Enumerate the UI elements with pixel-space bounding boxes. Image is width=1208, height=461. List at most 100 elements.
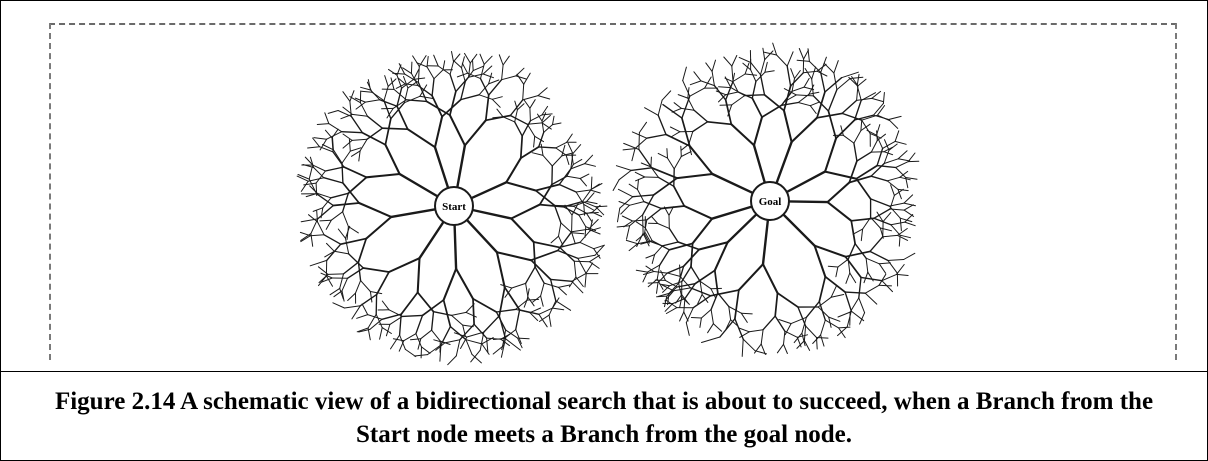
tree-branch: [882, 212, 892, 223]
tree-branch: [365, 172, 401, 179]
tree-branch: [344, 305, 361, 309]
tree-branch: [680, 107, 695, 111]
tree-branch: [325, 219, 332, 230]
tree-branch: [690, 265, 701, 282]
tree-branch: [315, 170, 326, 184]
tree-branch: [725, 80, 734, 101]
tree-branch: [754, 343, 762, 354]
tree-branch: [741, 338, 744, 357]
tree-branch: [789, 72, 804, 87]
tree-branch: [711, 70, 715, 87]
tree-branch: [413, 77, 426, 80]
tree-branch: [381, 127, 409, 131]
tree-branch: [761, 263, 779, 295]
tree-branch: [470, 181, 508, 200]
tree-branch: [348, 253, 364, 269]
tree-branch: [634, 171, 646, 178]
tree-branch: [710, 292, 719, 311]
tree-branch: [883, 158, 899, 164]
tree-branch: [754, 350, 767, 355]
tree-branch: [790, 316, 807, 325]
tree-branch: [816, 91, 826, 119]
tree-branch: [903, 204, 914, 211]
tree-branch: [455, 267, 475, 300]
tree-branch: [339, 273, 344, 289]
tree-branch: [774, 292, 779, 317]
tree-branch: [396, 87, 403, 107]
tree-branch: [478, 83, 490, 96]
tree-branch: [668, 227, 679, 243]
tree-branch: [383, 85, 389, 102]
tree-branch: [828, 316, 841, 322]
tree-branch: [410, 61, 413, 74]
tree-branch: [775, 140, 793, 185]
tree-branch: [495, 251, 533, 262]
tree-branch: [865, 257, 869, 273]
tree-branch: [465, 218, 499, 254]
tree-branch: [700, 80, 715, 87]
tree-branch: [534, 135, 544, 143]
tree-branch: [514, 121, 523, 137]
tree-branch: [557, 231, 573, 252]
tree-branch: [322, 144, 334, 151]
tree-branch: [360, 86, 371, 91]
tree-branch: [642, 271, 648, 283]
tree-branch: [791, 86, 805, 92]
tree-branch: [412, 55, 420, 67]
tree-branch: [656, 278, 664, 290]
tree-branch: [501, 75, 517, 81]
tree-branch: [626, 225, 631, 240]
tree-branch: [555, 141, 568, 149]
tree-branch: [453, 60, 462, 69]
tree-branch: [328, 123, 343, 133]
tree-branch: [738, 56, 752, 63]
tree-branch: [668, 242, 694, 251]
tree-branch: [586, 192, 595, 202]
tree-branch: [763, 93, 785, 112]
tree-branch: [577, 257, 587, 275]
tree-branch: [538, 307, 553, 315]
tree-branch: [473, 323, 488, 339]
tree-branch: [731, 55, 738, 67]
tree-branch: [456, 72, 469, 78]
tree-branch: [683, 298, 686, 313]
tree-branch: [557, 249, 579, 260]
tree-branch: [679, 264, 681, 277]
tree-branch: [503, 286, 521, 311]
tree-branch: [750, 69, 757, 82]
tree-branch: [482, 65, 493, 75]
tree-branch: [357, 237, 368, 264]
tree-branch: [737, 263, 765, 292]
tree-branch: [337, 228, 346, 239]
tree-branch: [673, 156, 682, 170]
tree-branch: [886, 176, 901, 182]
tree-branch: [738, 327, 750, 333]
tree-branch: [812, 95, 830, 112]
tree-branch: [565, 154, 570, 165]
tree-branch: [679, 311, 685, 322]
tree-branch: [426, 66, 435, 80]
tree-branch: [453, 53, 461, 63]
tree-branch: [841, 71, 859, 79]
tree-branch: [390, 77, 395, 90]
tree-branch: [347, 176, 368, 195]
tree-branch: [375, 313, 383, 329]
tree-branch: [517, 337, 530, 340]
tree-branch: [560, 222, 573, 234]
tree-branch: [890, 221, 906, 226]
tree-branch: [316, 123, 330, 125]
tree-branch: [355, 280, 362, 294]
tree-branch: [465, 339, 473, 355]
tree-branch: [827, 110, 837, 140]
tree-branch: [617, 207, 621, 223]
tree-branch: [451, 51, 454, 63]
tree-branch: [679, 296, 683, 308]
tree-branch: [878, 273, 887, 286]
tree-branch: [830, 285, 837, 298]
tree-branch: [889, 194, 895, 210]
tree-branch: [418, 220, 445, 260]
tree-branch: [782, 109, 793, 144]
tree-branch: [361, 303, 369, 316]
tree-branch: [492, 116, 504, 119]
tree-branch: [575, 189, 591, 193]
